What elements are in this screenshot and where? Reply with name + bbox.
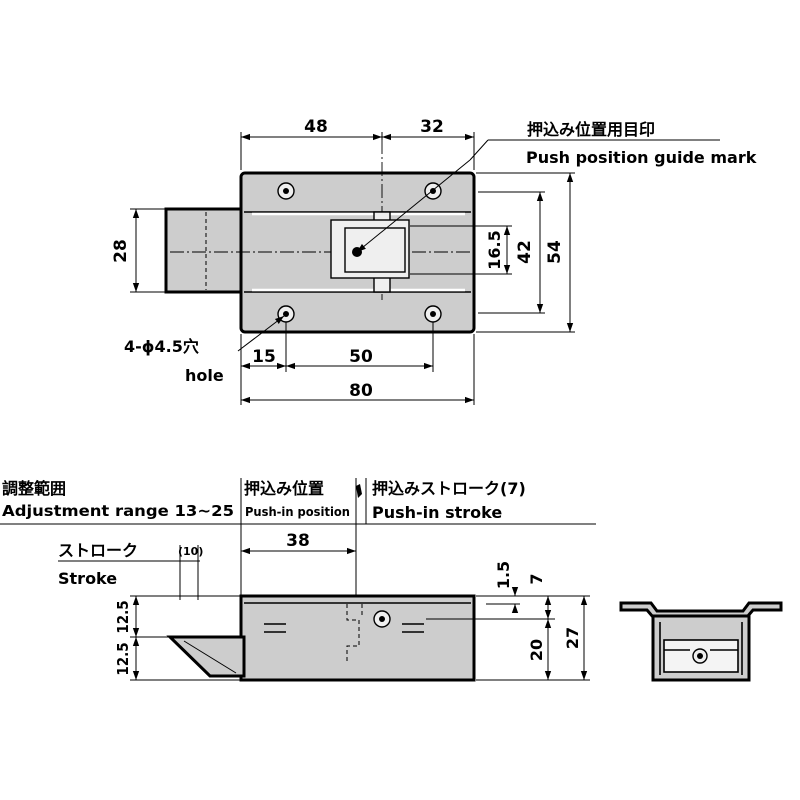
bolt-body [164,207,246,294]
top-view: 48 32 28 16.5 42 54 押込み位置用目印 Push positi… [111,117,757,405]
stroke-label-en: Stroke [58,569,117,588]
dim-80: 80 [349,381,373,401]
mounting-hole-tl [277,182,295,200]
dim-50: 50 [349,347,373,367]
hole-label-en: hole [185,366,224,385]
guide-mark-label-jp: 押込み位置用目印 [527,120,655,139]
dim-10: (10) [178,545,203,558]
dim-28: 28 [111,239,131,263]
dim-15: 15 [252,347,276,367]
stroke-label-jp: ストローク [58,541,138,560]
mounting-hole-bl [277,305,295,323]
dim-27: 27 [563,627,582,649]
dim-38: 38 [286,531,310,551]
dim-12-5-upper: 12.5 [114,600,132,633]
push-stroke-label-jp: 押込みストローク(7) [372,479,526,498]
end-view [619,601,783,682]
dim-12-5-lower: 12.5 [114,642,132,675]
end-view-flange [619,601,783,619]
adjust-range-label-en: Adjustment range 13~25 [2,502,234,520]
hole-label-jp: 4-ϕ4.5穴 [124,337,199,356]
dim-1-5: 1.5 [494,561,513,589]
push-position-label-jp: 押込み位置 [244,479,324,498]
mounting-hole-br [424,305,442,323]
bolt-wedge [166,635,246,678]
dim-20: 20 [527,639,546,661]
dim-42: 42 [515,240,535,264]
push-position-label-en: Push-in position [245,505,350,519]
dim-48: 48 [304,117,328,137]
adjust-range-label-jp: 調整範囲 [2,479,66,498]
dim-32: 32 [420,117,444,137]
push-knob [330,211,410,293]
push-stroke-label-en: Push-in stroke [372,503,502,522]
dim-7: 7 [527,573,546,584]
dim-54: 54 [545,240,565,264]
dim-16-5: 16.5 [485,230,504,269]
latch-body-side [239,594,476,682]
side-view: 調整範囲 Adjustment range 13~25 押込み位置 Push-i… [0,478,596,682]
guide-mark-label-en: Push position guide mark [526,148,757,167]
